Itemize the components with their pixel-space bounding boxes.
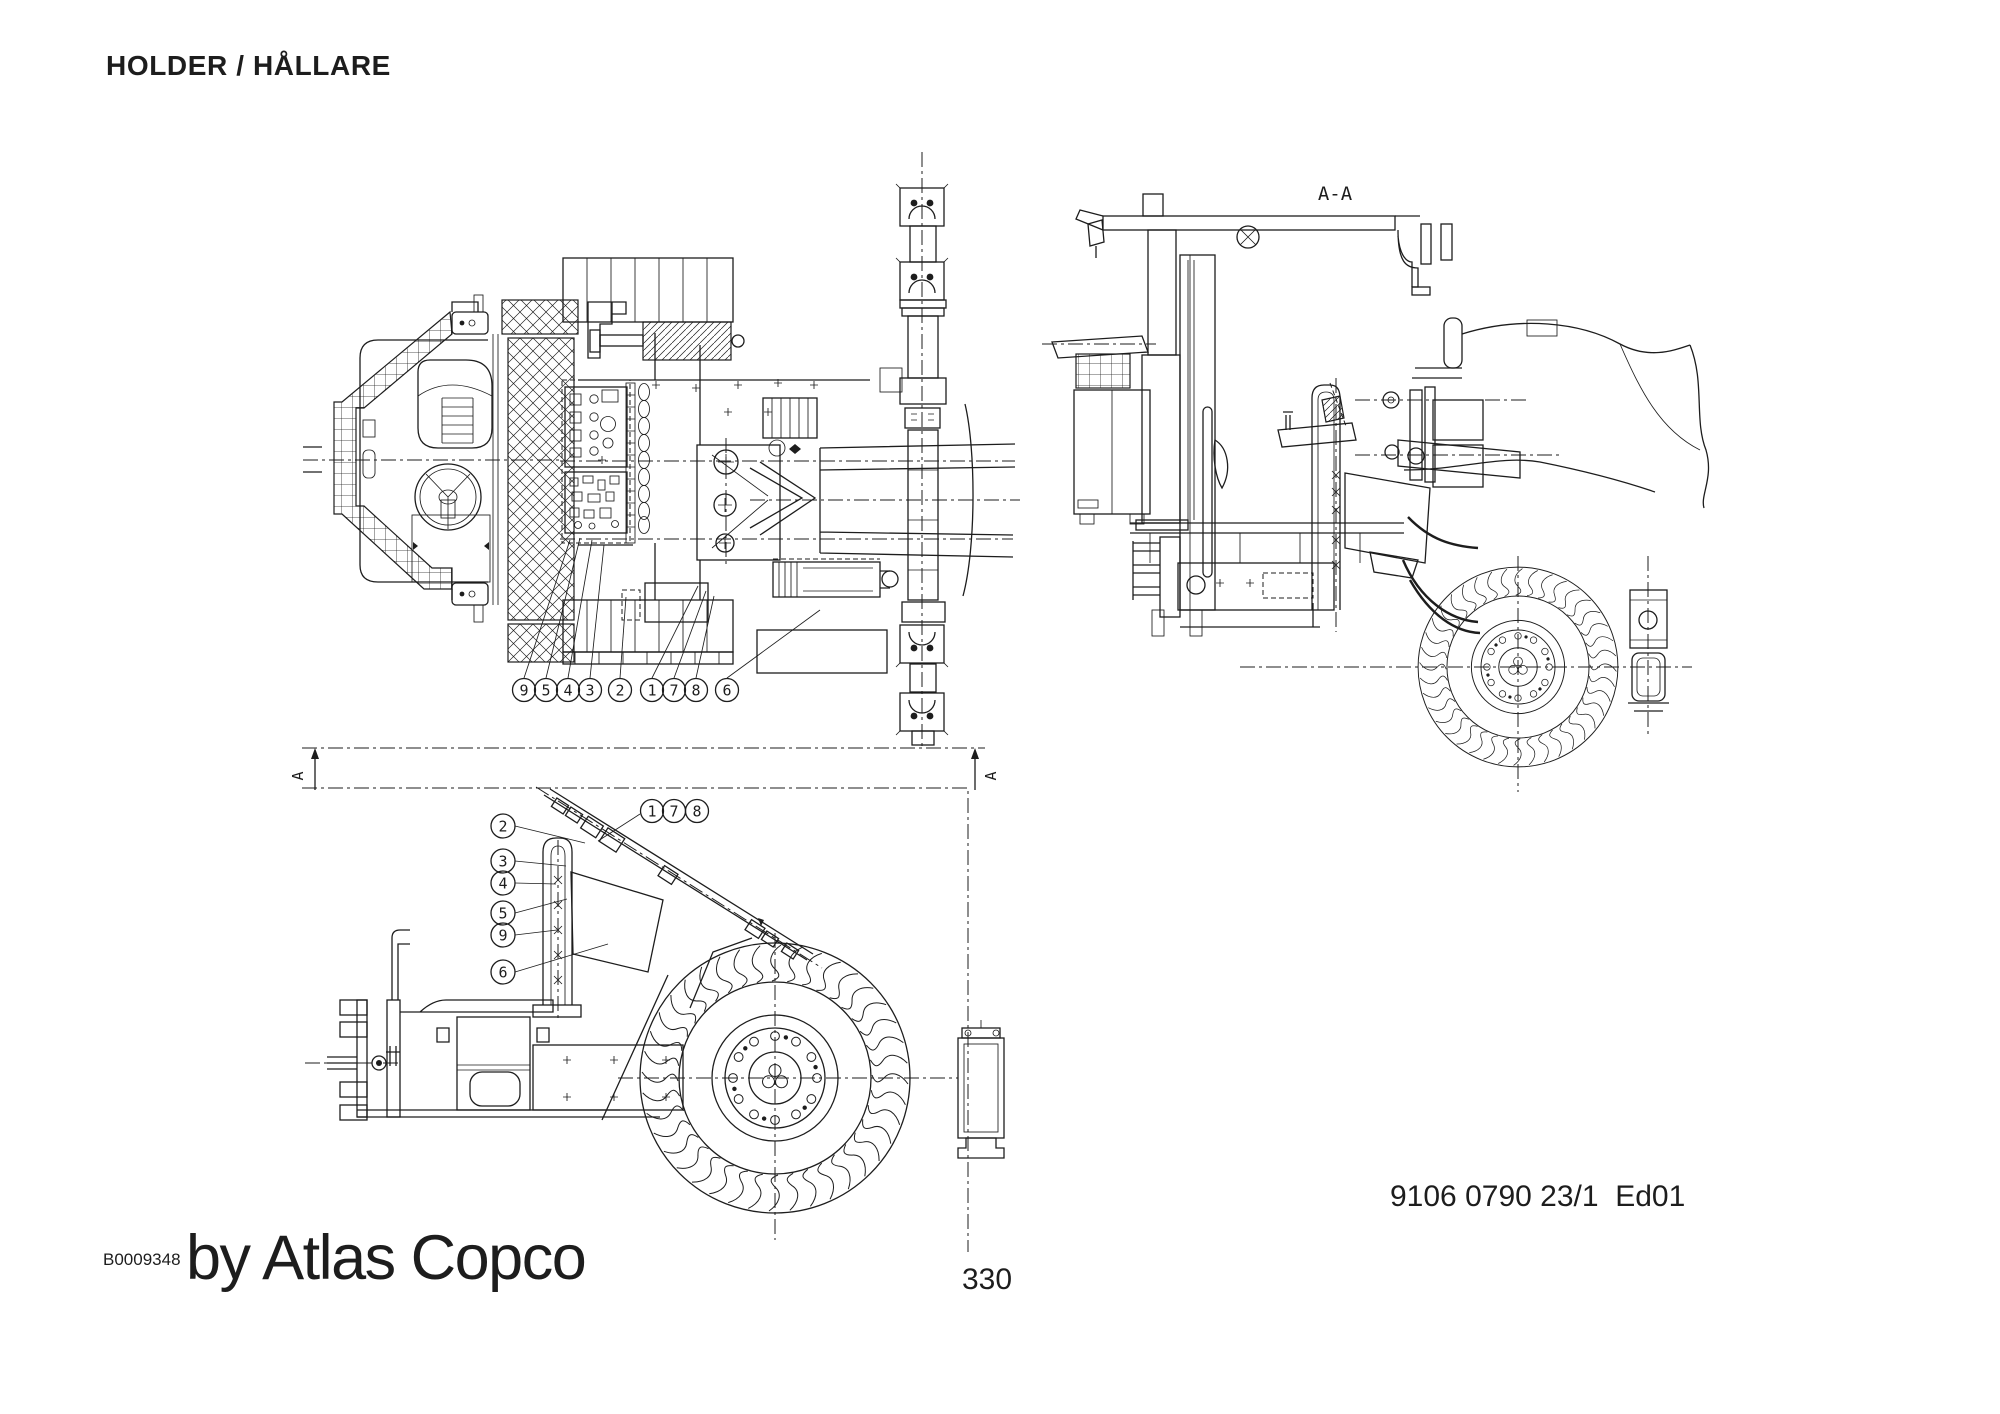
drill-rod-rail bbox=[879, 152, 949, 748]
brand-line: by Atlas Copco bbox=[186, 1223, 587, 1293]
steering-wheel bbox=[414, 463, 482, 531]
view-border bbox=[302, 787, 969, 1252]
rear-frame bbox=[305, 929, 753, 1121]
plan-leader-lines bbox=[523, 537, 821, 679]
callout-balloon: 1 bbox=[647, 682, 656, 700]
rear-leader-lines bbox=[514, 813, 641, 973]
side-view: A-A bbox=[1042, 183, 1710, 792]
section-marker-left: A bbox=[289, 771, 307, 780]
feed-holder-post bbox=[1277, 378, 1357, 632]
engine-and-boom bbox=[1262, 317, 1710, 635]
grille-box bbox=[1042, 335, 1156, 525]
boom-bracket bbox=[696, 444, 817, 561]
callout-balloon: 5 bbox=[541, 682, 550, 700]
callout-balloon: 7 bbox=[669, 682, 678, 700]
boom-beam bbox=[560, 403, 1020, 597]
holder-bracket bbox=[644, 582, 709, 623]
page-number: 330 bbox=[962, 1263, 1013, 1296]
cab-step-top bbox=[451, 294, 489, 335]
chain-links bbox=[638, 383, 650, 534]
callout-balloon: 1 bbox=[647, 803, 656, 821]
plan-callouts: 9 5 4 3 2 1 7 8 6 bbox=[511, 677, 740, 703]
cab-guard-band bbox=[333, 310, 453, 590]
callout-balloon: 3 bbox=[585, 682, 594, 700]
callout-balloon: 9 bbox=[498, 927, 507, 945]
radiator-bottom bbox=[562, 599, 734, 665]
callout-balloon: 9 bbox=[519, 682, 528, 700]
canopy-roof bbox=[1075, 193, 1453, 296]
section-marker-right: A bbox=[982, 771, 1000, 780]
callout-balloon: 6 bbox=[722, 682, 731, 700]
holder-assembly bbox=[532, 786, 823, 1020]
rear-jack-side bbox=[1628, 556, 1669, 735]
callout-balloon: 2 bbox=[615, 682, 624, 700]
cab-step-bottom bbox=[451, 582, 489, 623]
mesh-panel-bottom bbox=[507, 623, 575, 663]
mesh-panel-main bbox=[507, 337, 575, 621]
figure-number: B0009348 bbox=[103, 1250, 181, 1269]
cab-floor-box bbox=[411, 514, 491, 583]
holder-plate-assembly bbox=[561, 379, 636, 544]
carrier-frame bbox=[1130, 522, 1404, 637]
document-number: 9106 0790 23/1 Ed01 bbox=[1390, 1180, 1686, 1213]
callout-balloon: 6 bbox=[498, 964, 507, 982]
callout-balloon: 8 bbox=[692, 803, 701, 821]
callout-balloon: 7 bbox=[669, 803, 678, 821]
rear-callouts: 1 7 8 2 3 4 5 9 6 bbox=[490, 798, 710, 985]
rear-view: A A bbox=[289, 747, 1005, 1252]
plan-view bbox=[303, 152, 1020, 748]
holder-pad-hidden bbox=[621, 589, 641, 621]
callout-balloon: 2 bbox=[498, 818, 507, 836]
callout-balloon: 3 bbox=[498, 853, 507, 871]
mesh-panel-top bbox=[501, 299, 579, 335]
cylinder-top bbox=[589, 321, 745, 361]
callout-balloon: 8 bbox=[691, 682, 700, 700]
seat-top-view bbox=[417, 359, 493, 449]
callout-balloon: 4 bbox=[498, 875, 507, 893]
page-title: HOLDER / HÅLLARE bbox=[106, 50, 391, 81]
callout-balloon: 4 bbox=[563, 682, 572, 700]
rear-jack bbox=[957, 1020, 1005, 1159]
tank-box bbox=[756, 629, 888, 674]
swivel-block bbox=[762, 397, 818, 457]
cylinder-bottom bbox=[772, 558, 899, 598]
callout-balloon: 5 bbox=[498, 905, 507, 923]
section-title: A-A bbox=[1318, 183, 1353, 205]
section-line: A A bbox=[289, 747, 1000, 790]
